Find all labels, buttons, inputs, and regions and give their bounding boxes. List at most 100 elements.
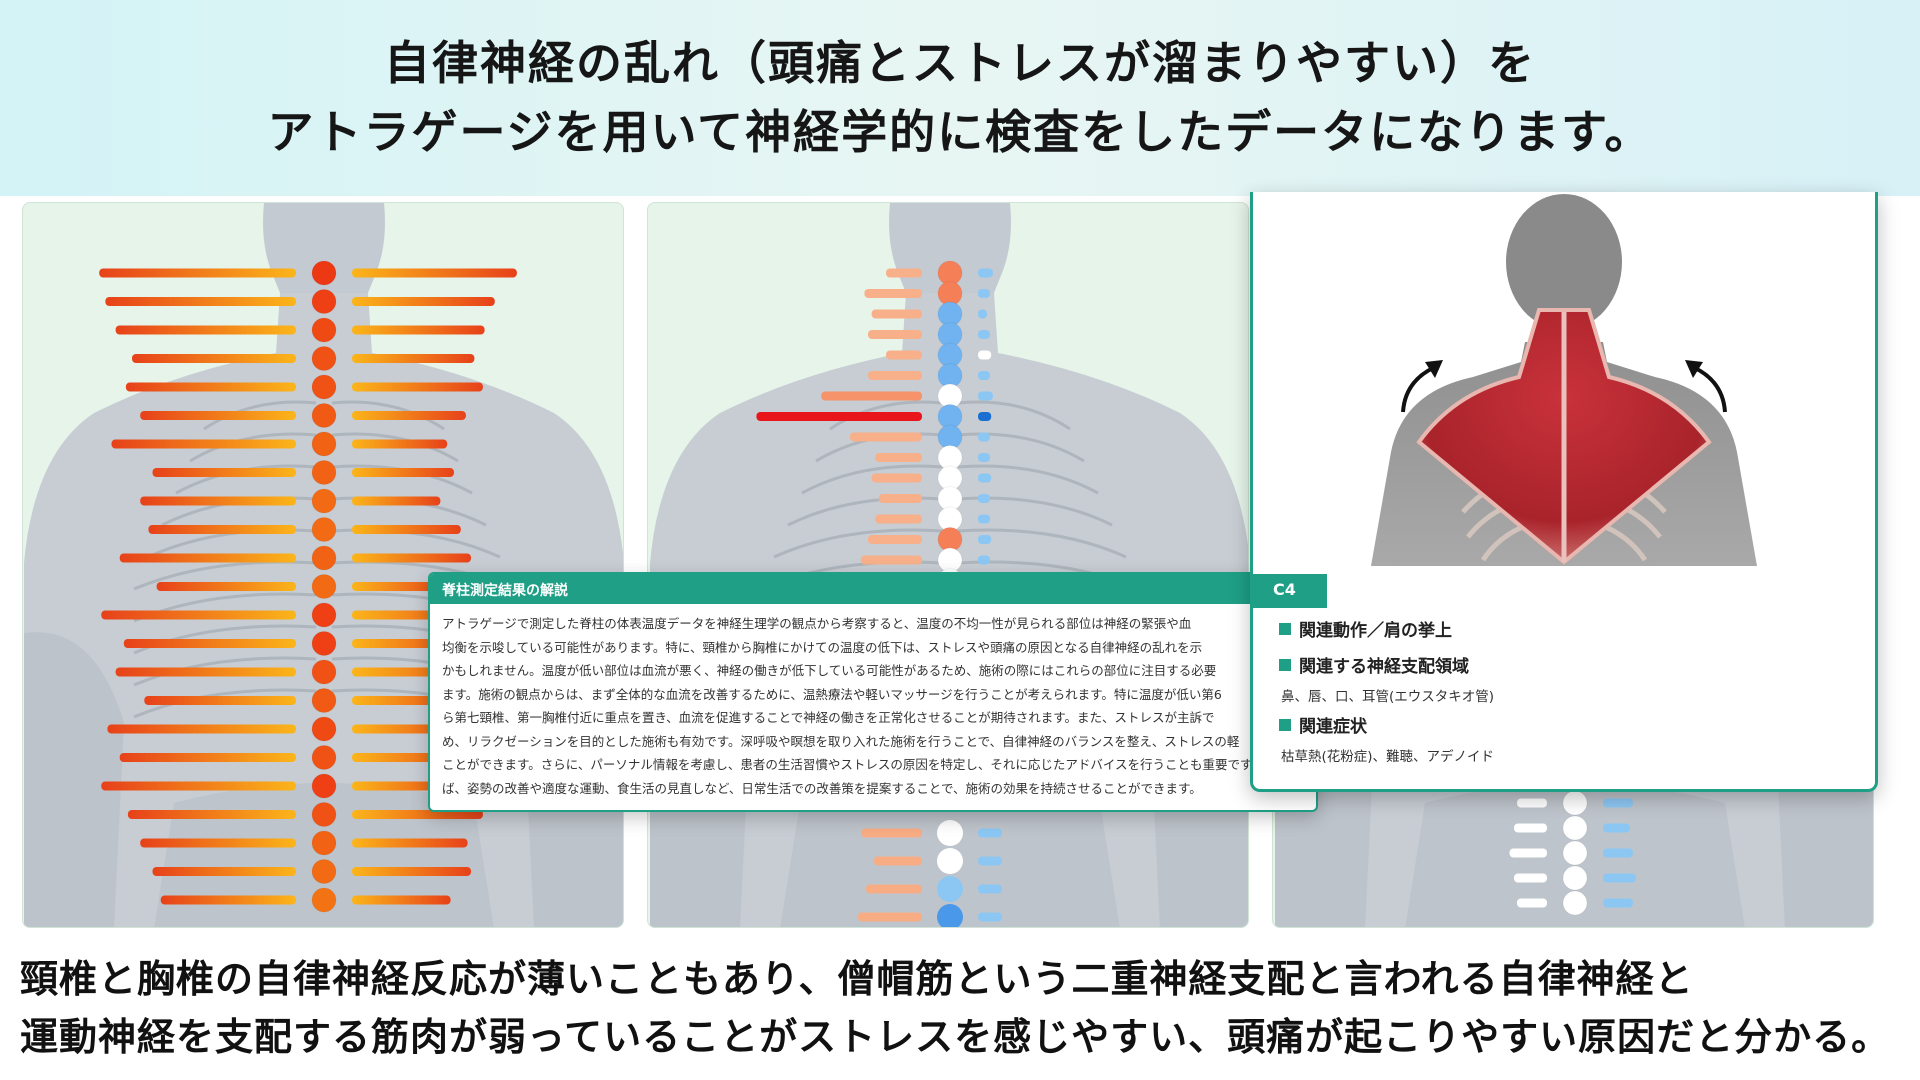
vertebra-dot [311,488,337,514]
analysis-line: 均衡を示唆している可能性があります。特に、頸椎から胸椎にかけての温度の低下は、ス… [442,639,1203,655]
right-bar [978,514,990,524]
rib-right [957,400,1071,431]
left-bar [871,309,922,319]
analysis-dialog-body[interactable]: アトラゲージで測定した脊柱の体表温度データを神経生理学の観点から考察すると、温度… [430,604,1316,810]
left-bar [874,856,922,866]
left-bar [861,828,922,838]
vertebra-dot [311,289,337,314]
right-bar [352,268,517,278]
right-bar [1603,798,1633,808]
right-bar [1603,823,1630,833]
left-bar [868,535,922,544]
headline-line-1: 自律神経の乱れ（頭痛とストレスが溜まりやすい）を [384,35,1536,90]
left-bar [111,439,296,449]
left-bar [156,582,296,591]
symptom-section: 関連症状 枯草熱(花粉症)、難聴、アデノイド [1279,712,1494,765]
square-bullet-icon [1279,718,1291,731]
left-bar [160,895,296,905]
left-bar [152,468,296,477]
rib-left [829,400,943,431]
symptom-text: 枯草熱(花粉症)、難聴、アデノイド [1281,749,1495,765]
right-bar [978,330,990,339]
left-bar [860,555,922,565]
right-bar [978,391,993,401]
square-bullet-icon [1279,622,1291,635]
vertebra-dot [1562,840,1588,866]
square-bullet-icon [1279,658,1291,671]
rib-left [801,464,943,495]
right-bar [978,289,990,298]
vertebra-dot [937,848,963,874]
vertebra-info-card: C4 関連動作／肩の挙上 関連する神経支配領域 鼻、唇、口、耳管(エウスタキオ管… [1250,192,1878,792]
left-bar [148,525,296,534]
vertebra-dot [311,688,337,713]
left-bar [871,473,922,483]
analysis-line: ことができます。さらに、パーソナル情報を考慮し、患者の生活習慣やストレスの原因を… [442,757,1264,772]
analysis-line: ら第七頸椎、第一胸椎付近に重点を置き、血流を促進することで神経の働きを正常化させ… [442,710,1215,725]
right-bar [352,553,471,563]
right-bar [978,856,1002,866]
rib-right [331,400,445,431]
analysis-dialog-title: 脊柱測定結果の解説 [430,574,1316,604]
shoulder-elevation-arrow-right [1685,360,1727,413]
left-bar [105,297,296,306]
vertebra-dot [937,820,963,846]
left-bar [144,696,296,705]
left-bar [858,912,922,922]
rib-right [957,432,1085,463]
left-bar [1514,823,1547,833]
vertebra-dot [1562,865,1588,891]
vertebra-dot [311,374,337,400]
vertebra-dot [311,716,337,742]
left-bar [868,330,922,339]
vertebra-dot [1562,890,1588,916]
vertebra-dot [311,887,337,913]
right-bar [978,268,993,278]
vertebra-dot [311,317,337,343]
right-bar [352,325,485,335]
left-bar [125,382,296,392]
analysis-line: アトラゲージで測定した脊柱の体表温度データを神経生理学の観点から考察すると、温度… [442,616,1192,631]
right-bar [352,525,461,534]
nerve-region-text: 鼻、唇、口、耳管(エウスタキオ管) [1281,689,1495,705]
vertebra-tag: C4 [1253,574,1327,608]
spine-heatmap-orange [24,203,623,927]
right-bar [352,496,441,506]
right-bar [352,810,483,819]
left-bar [850,432,922,442]
right-bar [352,468,454,477]
related-motion-section: 関連動作／肩の挙上 [1279,616,1452,641]
caption: 頸椎と胸椎の自律神経反応が薄いこともあり、僧帽筋という二重神経支配と言われる自律… [0,928,1920,1080]
right-bar [978,432,990,442]
rib-left [189,432,317,463]
vertebra-dot [311,830,337,856]
left-bar [864,289,922,298]
left-bar [119,753,296,762]
left-bar [868,371,922,380]
caption-line-1: 頸椎と胸椎の自律神経反応が薄いこともあり、僧帽筋という二重神経支配と言われる自律… [20,957,1694,1001]
vertebra-dot [311,574,337,599]
right-bar [978,371,990,380]
head-shape [263,203,385,303]
left-bar [140,411,296,420]
vertebra-dot [311,431,337,457]
vertebra-dot [311,745,337,770]
right-bar [978,350,992,360]
vertebra-dot [311,260,337,286]
right-bar [1603,898,1633,908]
right-bar [352,895,451,905]
right-bar [978,412,992,421]
left-bar [875,453,922,462]
left-bar [1514,873,1547,883]
right-bar [352,867,471,876]
shoulder-elevation-arrow-left [1401,360,1443,413]
top-banner: 自律神経の乱れ（頭痛とストレスが溜まりやすい）を アトラゲージを用いて神経学的に… [0,0,1920,196]
right-bar [978,884,1002,894]
left-bar [756,412,922,421]
symptom-heading: 関連症状 [1299,717,1367,737]
right-bar [978,494,990,503]
left-bar [886,268,922,278]
vertebra-dot [311,403,337,428]
rib-left [203,400,317,431]
left-bar [132,354,296,363]
